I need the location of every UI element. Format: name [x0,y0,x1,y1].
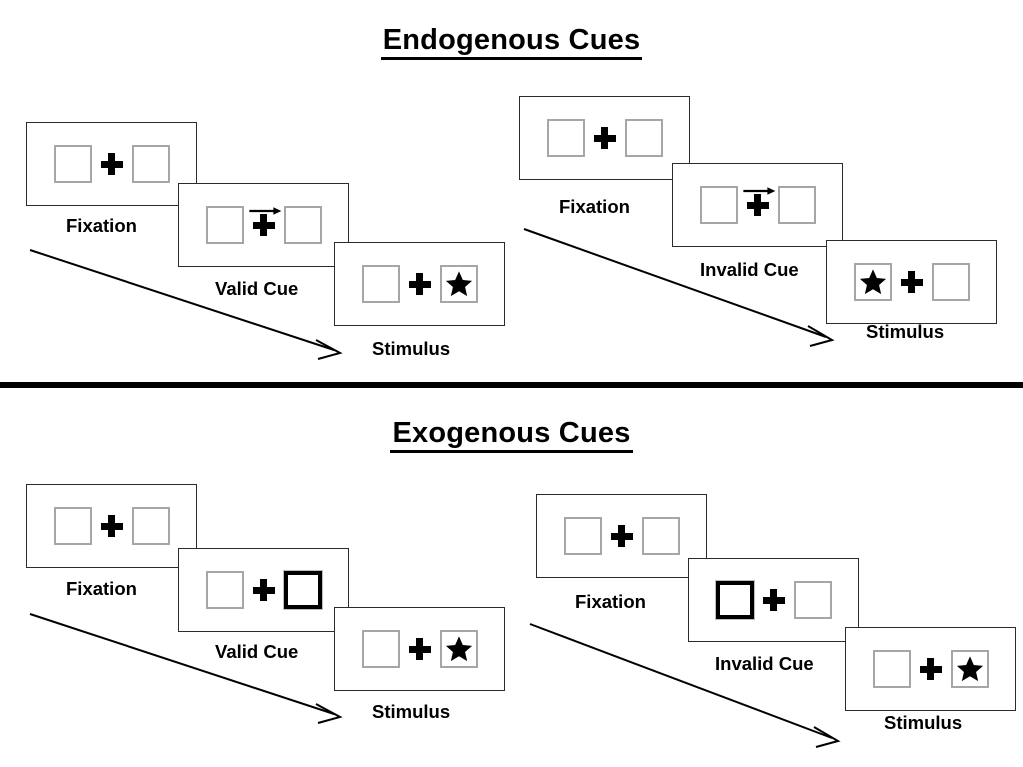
panel-exogenous-valid-cue[interactable] [178,548,349,632]
plus-icon [252,214,275,236]
plus-icon [100,515,123,537]
left-box [699,186,738,224]
label-exogenous-invalid-cue: Invalid Cue [715,653,814,674]
left-box-with-target [853,263,892,301]
fixation-cross [92,142,132,186]
fixation-cross [892,260,932,304]
fixation-cross [244,568,284,612]
right-box-cued [282,570,323,610]
star-icon [445,636,472,662]
plus-icon [900,271,923,293]
right-box [624,119,663,157]
panel-content [689,559,858,641]
panel-content [846,628,1015,710]
left-box [872,650,911,688]
plus-icon [762,589,785,611]
plus-icon [746,194,769,216]
left-box [361,265,400,303]
plus-icon [252,579,275,601]
panel-exogenous-invalid-stimulus[interactable] [845,627,1016,711]
label-endogenous-valid-fixation: Fixation [66,215,137,236]
panel-endogenous-valid-fixation[interactable] [26,122,197,206]
plus-icon [100,153,123,175]
right-box [793,581,832,619]
fixation-cross [400,627,440,671]
section-title-exogenous-text: Exogenous Cues [390,418,633,454]
section-title-endogenous-text: Endogenous Cues [380,25,643,61]
label-endogenous-invalid-cue: Invalid Cue [700,259,799,280]
panel-exogenous-valid-stimulus[interactable] [334,607,505,691]
left-box [53,507,92,545]
left-box [546,119,585,157]
fixation-cross [92,504,132,548]
panel-endogenous-invalid-stimulus[interactable] [826,240,997,324]
panel-exogenous-valid-fixation[interactable] [26,484,197,568]
plus-icon [408,273,431,295]
right-box [641,517,680,555]
panel-content [827,241,996,323]
right-box-with-target [439,265,478,303]
label-exogenous-invalid-fixation: Fixation [575,591,646,612]
label-exogenous-valid-stimulus: Stimulus [372,701,451,722]
right-box-with-target [439,630,478,668]
fixation-cross [738,183,778,227]
panel-endogenous-valid-cue[interactable] [178,183,349,267]
fixation-cross [400,262,440,306]
plus-icon [593,127,616,149]
panel-content [335,243,504,325]
plus-icon [919,658,942,680]
right-box [931,263,970,301]
right-box [131,507,170,545]
panel-content [673,164,842,246]
star-icon [445,271,472,297]
panel-content [179,549,348,631]
left-box [361,630,400,668]
panel-content [537,495,706,577]
panel-endogenous-invalid-fixation[interactable] [519,96,690,180]
plus-icon [408,638,431,660]
panel-content [27,485,196,567]
panel-content [179,184,348,266]
right-box [283,206,322,244]
fixation-cross [911,647,951,691]
right-box [777,186,816,224]
label-endogenous-invalid-stimulus: Stimulus [866,321,945,342]
left-box [205,206,244,244]
label-exogenous-valid-fixation: Fixation [66,578,137,599]
right-box-with-target [950,650,989,688]
panel-endogenous-valid-stimulus[interactable] [334,242,505,326]
section-title-exogenous: Exogenous Cues [0,417,1023,454]
plus-icon [610,525,633,547]
fixation-cross [585,116,625,160]
section-title-endogenous: Endogenous Cues [0,24,1023,61]
label-endogenous-valid-cue: Valid Cue [215,278,299,299]
left-box [53,145,92,183]
star-icon [956,656,983,682]
panel-exogenous-invalid-fixation[interactable] [536,494,707,578]
left-box-cued [714,580,755,620]
panel-exogenous-invalid-cue[interactable] [688,558,859,642]
panel-endogenous-invalid-cue[interactable] [672,163,843,247]
left-box [205,571,244,609]
section-divider [0,382,1023,388]
fixation-cross [754,578,794,622]
label-endogenous-invalid-fixation: Fixation [559,196,630,217]
label-exogenous-invalid-stimulus: Stimulus [884,712,963,733]
fixation-cross [602,514,642,558]
panel-content [27,123,196,205]
fixation-cross [244,203,284,247]
left-box [563,517,602,555]
panel-content [520,97,689,179]
label-exogenous-valid-cue: Valid Cue [215,641,299,662]
label-endogenous-valid-stimulus: Stimulus [372,338,451,359]
panel-content [335,608,504,690]
star-icon [859,269,886,295]
right-box [131,145,170,183]
